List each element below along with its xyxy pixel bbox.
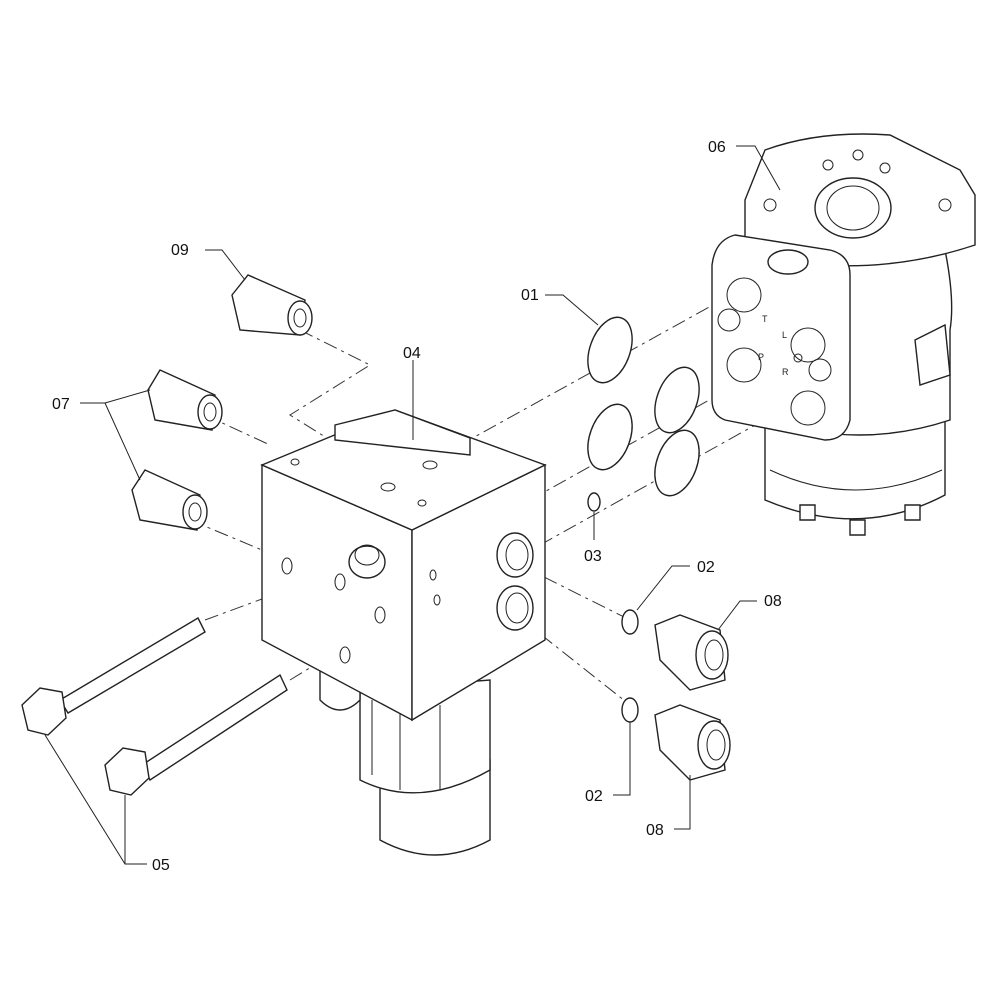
callout-08-lower: 08 (646, 822, 664, 839)
callout-leaders (44, 145, 781, 865)
part-05-bolt-upper (21, 617, 206, 736)
callout-05: 05 (152, 857, 170, 874)
part-07-fitting-upper (147, 369, 223, 431)
part-01-o-rings (587, 316, 700, 497)
callout-03: 03 (584, 548, 602, 565)
part-05-bolt-lower (104, 673, 288, 796)
part-08-fitting-lower (654, 704, 731, 781)
part-09-fitting (231, 274, 313, 336)
part-02-seal-lower (621, 697, 639, 723)
callout-01: 01 (521, 287, 539, 304)
part-04-valve-block (260, 409, 547, 856)
callout-07: 07 (52, 396, 70, 413)
callout-08-upper: 08 (764, 593, 782, 610)
port-marking-p: P (758, 352, 764, 362)
callout-02-upper: 02 (697, 559, 715, 576)
port-marking-r: R (782, 367, 789, 377)
callout-06: 06 (708, 139, 726, 156)
part-07-fitting-lower (131, 469, 208, 531)
part-08-fitting-upper (654, 614, 729, 691)
callout-labels: 09 07 04 01 06 03 02 08 02 08 05 (52, 139, 782, 874)
callout-09: 09 (171, 242, 189, 259)
part-03-small-seal (587, 492, 601, 512)
callout-02-lower: 02 (585, 788, 603, 805)
port-marking-t: T (762, 314, 768, 324)
callout-04: 04 (403, 345, 421, 362)
part-06-steering-unit: T L P R (711, 133, 976, 536)
port-marking-l: L (782, 330, 787, 340)
part-02-seal-upper (621, 609, 639, 635)
